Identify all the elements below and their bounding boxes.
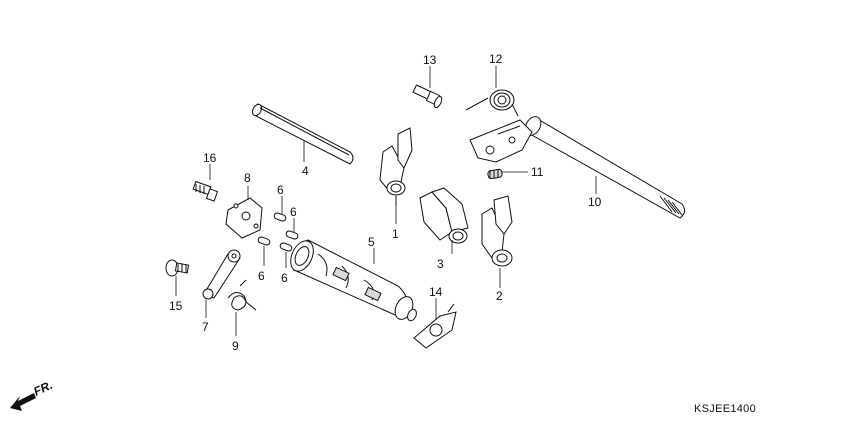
part-6-pins bbox=[257, 212, 298, 252]
part-11-pin bbox=[487, 169, 502, 179]
front-label: FR. bbox=[31, 378, 54, 399]
callout-6c: 6 bbox=[258, 269, 265, 283]
callout-2: 2 bbox=[496, 289, 503, 303]
callouts: 1 2 3 4 5 6 6 6 6 7 8 9 10 11 12 13 14 1… bbox=[169, 52, 602, 353]
part-14-stopper-plate bbox=[414, 304, 456, 348]
callout-14: 14 bbox=[429, 285, 443, 299]
part-16-bolt bbox=[193, 182, 217, 202]
callout-6d: 6 bbox=[281, 271, 288, 285]
callout-12: 12 bbox=[489, 52, 503, 66]
part-5-shift-drum bbox=[286, 237, 418, 322]
part-10-gearshift-spindle bbox=[470, 114, 685, 218]
callout-6b: 6 bbox=[290, 205, 297, 219]
callout-13: 13 bbox=[423, 53, 437, 67]
callout-7: 7 bbox=[202, 320, 209, 334]
callout-15: 15 bbox=[169, 299, 183, 313]
diagram-code: KSJEE1400 bbox=[694, 403, 756, 415]
callout-1: 1 bbox=[392, 227, 399, 241]
part-15-bolt bbox=[166, 260, 189, 276]
part-1-shift-fork bbox=[380, 128, 412, 206]
callout-5: 5 bbox=[368, 235, 375, 249]
part-4-shaft bbox=[251, 103, 353, 164]
part-7-stopper-arm bbox=[203, 250, 240, 299]
callout-6a: 6 bbox=[277, 183, 284, 197]
part-3-shift-fork bbox=[420, 188, 468, 243]
callout-8: 8 bbox=[244, 171, 251, 185]
front-arrow-icon bbox=[10, 393, 36, 411]
callout-3: 3 bbox=[437, 257, 444, 271]
callout-10: 10 bbox=[588, 195, 602, 209]
leader-lines bbox=[175, 66, 597, 336]
part-8-cam-plate bbox=[226, 198, 262, 238]
callout-16: 16 bbox=[203, 151, 217, 165]
part-9-spring bbox=[228, 280, 256, 310]
front-direction-indicator: FR. bbox=[10, 378, 55, 411]
callout-9: 9 bbox=[232, 339, 239, 353]
part-12-spring bbox=[466, 90, 518, 116]
part-2-shift-fork bbox=[482, 196, 512, 266]
part-13-bolt bbox=[413, 85, 443, 109]
callout-11: 11 bbox=[531, 165, 544, 179]
callout-4: 4 bbox=[302, 164, 309, 178]
